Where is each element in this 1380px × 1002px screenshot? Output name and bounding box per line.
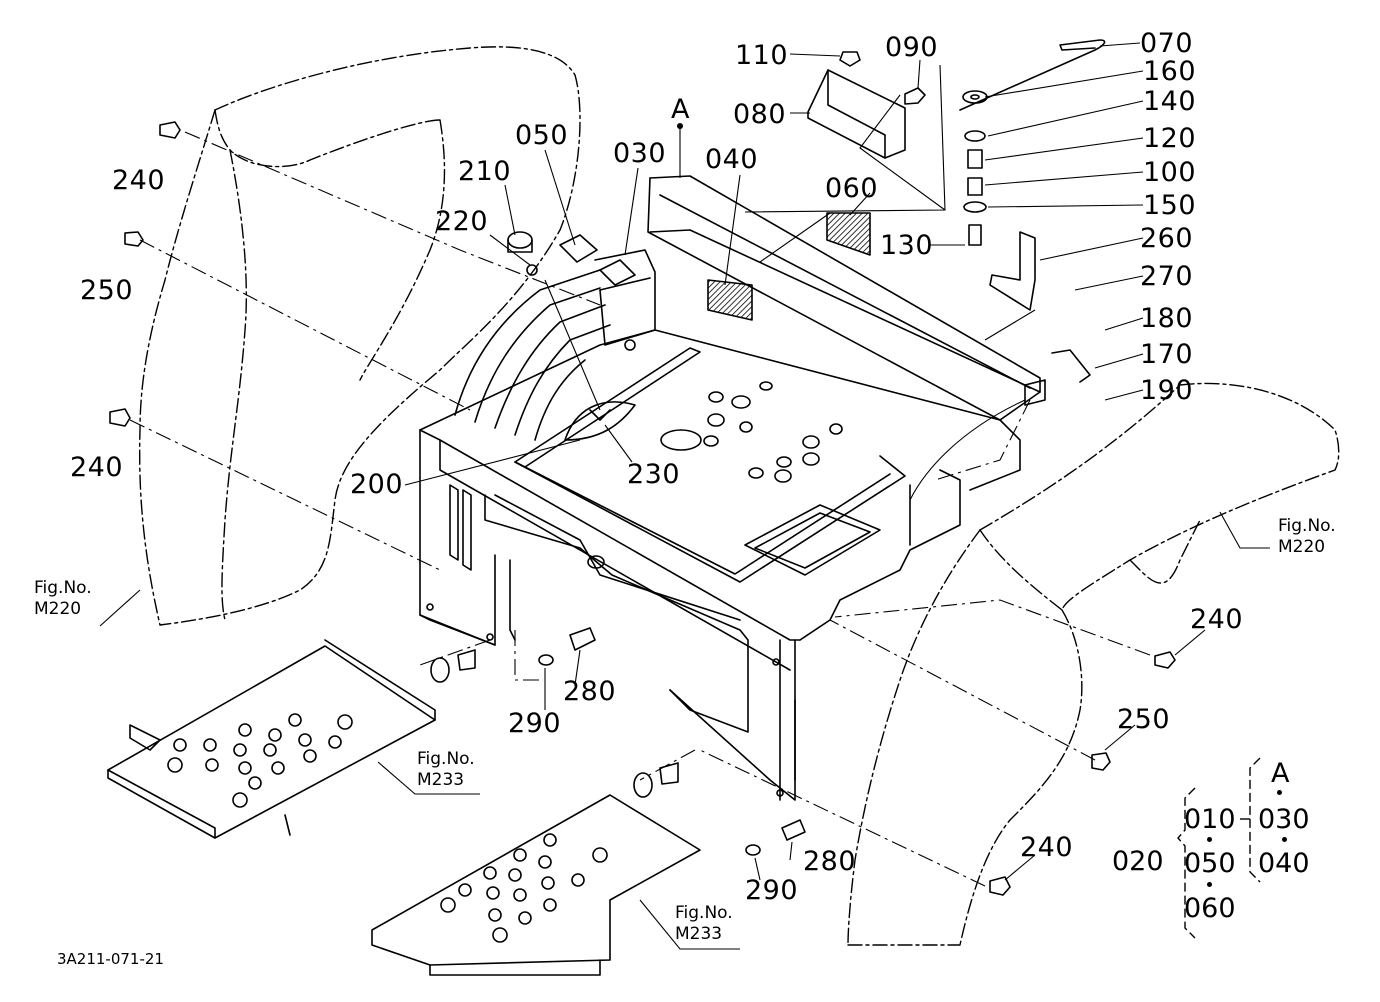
- assembly-item-050: 050: [1184, 848, 1236, 879]
- assembly-key-brackets: [1177, 757, 1261, 939]
- fig-no-value: M233: [675, 924, 723, 944]
- callout-250-right: 250: [1117, 704, 1171, 735]
- callout-240-right-bottom: 240: [1020, 832, 1074, 863]
- callout-280-right: 280: [803, 846, 857, 877]
- assembly-item-010: 010: [1184, 804, 1236, 835]
- assembly-dot: [1207, 882, 1212, 887]
- callout-220: 220: [435, 206, 489, 237]
- callout-180: 180: [1140, 303, 1194, 334]
- fig-ref-left-step: Fig.No. M233: [417, 749, 475, 791]
- callout-080: 080: [733, 99, 787, 130]
- bolts-left-240-250: [109, 121, 181, 427]
- leader-lines: [99, 42, 1270, 950]
- seat-panel: [419, 175, 1041, 801]
- callout-120: 120: [1143, 123, 1197, 154]
- callout-100: 100: [1143, 157, 1197, 188]
- callout-240-right-top: 240: [1190, 604, 1244, 635]
- assembly-dot: [1282, 837, 1287, 842]
- callout-270: 270: [1140, 261, 1194, 292]
- callout-240-left-top: 240: [112, 165, 166, 196]
- bracket-170: [1024, 349, 1091, 406]
- callout-190: 190: [1140, 375, 1194, 406]
- callout-290-right: 290: [745, 875, 799, 906]
- hardware-stack: [962, 90, 988, 246]
- callout-280-left: 280: [563, 676, 617, 707]
- assembly-a-label: A: [1271, 758, 1290, 789]
- left-fender-outline: [138, 46, 581, 626]
- fig-no-value: M233: [417, 770, 465, 790]
- fig-ref-right-step: Fig.No. M233: [675, 903, 733, 945]
- assembly-item-040: 040: [1258, 848, 1310, 879]
- callout-200: 200: [350, 469, 404, 500]
- fig-no-value: M220: [34, 599, 82, 619]
- callout-160: 160: [1143, 56, 1197, 87]
- callout-040: 040: [705, 144, 759, 175]
- right-step-plate: [371, 794, 701, 976]
- callout-030: 030: [613, 138, 667, 169]
- callout-250-left: 250: [80, 275, 134, 306]
- callout-110: 110: [735, 40, 789, 71]
- drawing-code: 3A211-071-21: [57, 950, 164, 968]
- top-bracket-080: [807, 69, 906, 159]
- lever-200-230: [564, 401, 636, 441]
- fig-no-label: Fig.No.: [1278, 516, 1336, 536]
- decal-060: [826, 212, 871, 256]
- assembly-item-060: 060: [1184, 893, 1236, 924]
- bracket-260: [989, 231, 1036, 311]
- callout-150: 150: [1143, 190, 1197, 221]
- callout-170: 170: [1140, 339, 1194, 370]
- fig-no-label: Fig.No.: [675, 903, 733, 923]
- left-step-plate: [107, 639, 436, 839]
- callout-070: 070: [1140, 28, 1194, 59]
- callout-140: 140: [1143, 86, 1197, 117]
- assembly-dot: [1207, 837, 1212, 842]
- bolt-110-090: [839, 51, 926, 105]
- fig-ref-right-fender: Fig.No. M220: [1278, 516, 1336, 558]
- decal-040: [707, 279, 753, 321]
- assembly-item-030: 030: [1258, 804, 1310, 835]
- callout-290-left: 290: [508, 708, 562, 739]
- callout-240-left-bottom: 240: [70, 452, 124, 483]
- point-a-marker: [677, 123, 683, 129]
- fig-no-value: M220: [1278, 537, 1326, 557]
- callout-230: 230: [627, 459, 681, 490]
- callout-210: 210: [458, 156, 512, 187]
- fig-ref-left-fender: Fig.No. M220: [34, 578, 92, 620]
- fig-no-label: Fig.No.: [417, 749, 475, 769]
- callout-050: 050: [515, 120, 569, 151]
- fig-no-label: Fig.No.: [34, 578, 92, 598]
- knob-210-220: [507, 231, 538, 276]
- bolts-right-240-250: [989, 651, 1176, 896]
- callout-060: 060: [825, 173, 879, 204]
- assembly-parent: 020: [1112, 846, 1164, 877]
- pin-070: [959, 39, 1106, 111]
- callout-130: 130: [880, 230, 934, 261]
- callout-260: 260: [1140, 223, 1194, 254]
- center-lines: [129, 131, 1151, 887]
- right-fender-outline: [847, 382, 1340, 946]
- point-a-label: A: [671, 94, 690, 125]
- rubber-mounts: [430, 627, 806, 856]
- callout-090: 090: [885, 32, 939, 63]
- assembly-a-dot: [1277, 790, 1282, 795]
